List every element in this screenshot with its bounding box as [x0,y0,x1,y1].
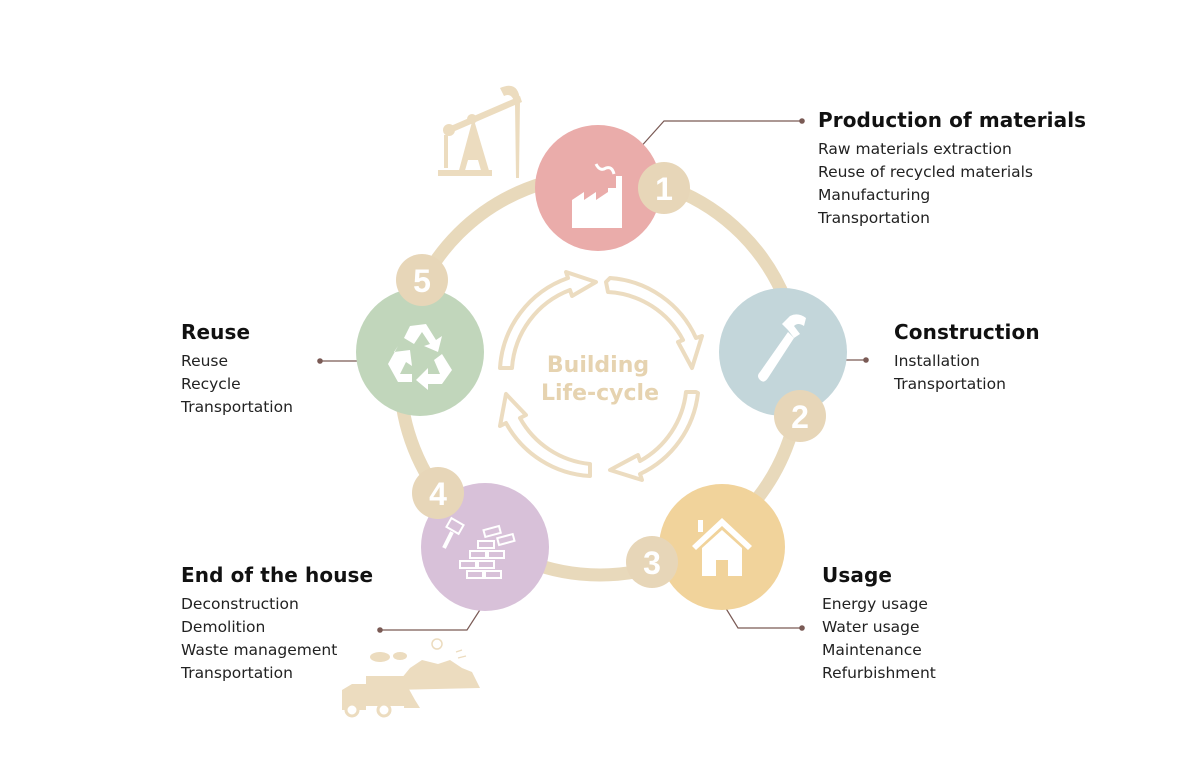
house-icon [692,518,752,576]
center-title-line1: Building [547,353,649,378]
badge-4: 4 [412,467,464,519]
svg-text:2: 2 [791,399,809,435]
stage-4-item: Demolition [181,618,266,636]
stage-3-item: Water usage [822,618,920,636]
stage-3-title: Usage [822,563,893,587]
hammer-icon [758,314,806,382]
stage-3-item: Refurbishment [822,664,936,682]
stage-2-node[interactable] [719,288,847,416]
stage-5-node[interactable] [356,288,484,416]
stage-1-title: Production of materials [818,108,1087,132]
badge-3: 3 [626,536,678,588]
badge-2: 2 [774,390,826,442]
stage-5-item: Reuse [181,352,229,370]
stage-4-label: End of the house Deconstruction Demoliti… [181,563,373,685]
stage-1-label: Production of materials Raw materials ex… [818,108,1086,230]
stage-1-item: Reuse of recycled materials [818,163,1034,181]
stage-1-item: Raw materials extraction [818,140,1012,158]
stage-3-item: Maintenance [822,641,922,659]
garbage-truck-landfill-icon [342,638,480,718]
stage-4-item: Transportation [181,664,293,682]
stage-3-node[interactable] [659,484,785,610]
badge-5: 5 [396,254,448,306]
stage-5-item: Recycle [181,375,241,393]
oil-pump-icon [438,85,522,178]
factory-icon [572,163,622,228]
stage-4-item: Deconstruction [181,595,299,613]
stage-1-item: Manufacturing [818,186,931,204]
stage-1-item: Transportation [818,209,930,227]
stage-3-label: Usage Energy usage Water usage Maintenan… [822,563,936,685]
stage-4-node[interactable] [421,483,549,611]
stage-2-label: Construction Installation Transportation [894,320,1040,396]
stage-5-title: Reuse [181,320,251,344]
stage-5-label: Reuse Reuse Recycle Transportation [181,320,293,419]
center-title-line2: Life-cycle [541,381,659,406]
stage-3-item: Energy usage [822,595,928,613]
stage-4-title: End of the house [181,563,374,587]
bricks-demolition-icon [442,516,516,579]
stage-5-item: Transportation [181,398,293,416]
recycle-icon [388,324,452,390]
svg-text:1: 1 [655,171,673,207]
stage-4-item: Waste management [181,641,338,659]
badge-1: 1 [638,162,690,214]
stage-2-title: Construction [894,320,1040,344]
stage-2-item: Installation [894,352,980,370]
svg-text:4: 4 [429,476,447,512]
stage-1-node[interactable] [535,125,661,251]
cycle-arrows-icon [498,270,704,482]
stage-2-item: Transportation [894,375,1006,393]
svg-text:5: 5 [413,263,431,299]
svg-text:3: 3 [643,545,661,581]
